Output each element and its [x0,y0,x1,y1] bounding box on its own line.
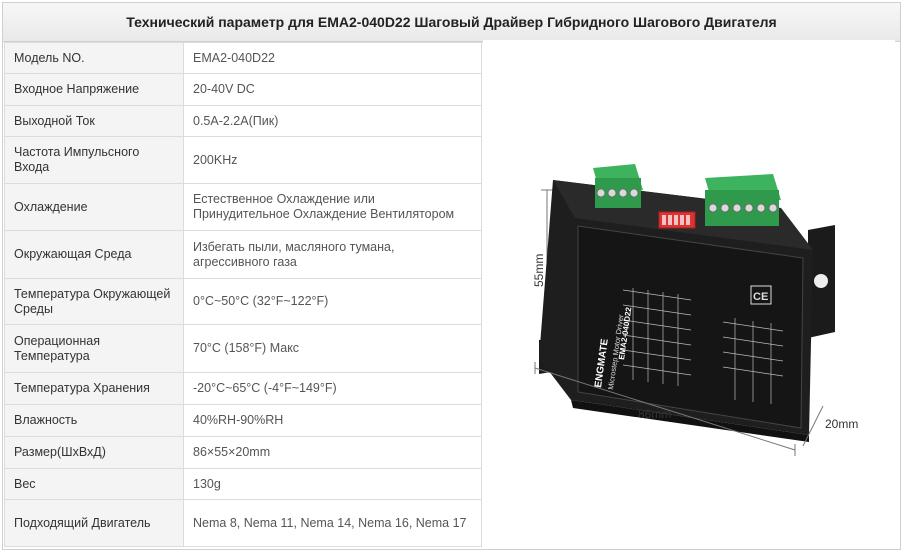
spec-row: Размер(ШхВхД)86×55×20mm [4,436,482,469]
page-title: Технический параметр для EMA2-040D22 Шаг… [3,3,900,42]
spec-value: Nema 8, Nema 11, Nema 14, Nema 16, Nema … [183,499,482,547]
spec-value: 0.5A-2.2A(Пик) [183,105,482,137]
depth-dimension: 20mm [802,405,858,447]
spec-value: -20°C~65°C (-4°F~149°F) [183,372,482,405]
power-terminal [705,174,781,226]
spec-value: 20-40V DC [183,73,482,106]
depth-label: 20mm [825,417,858,431]
length-label: 86mm [638,407,671,421]
spec-label: Частота Импульсного Входа [4,136,184,184]
spec-value: 40%RH-90%RH [183,404,482,437]
spec-row: Температура Хранения-20°C~65°C (-4°F~149… [4,372,482,405]
spec-value: 70°C (158°F) Макс [183,324,482,373]
driver-body: CE ENGMATE Microstep Motor Driver EMA2-0… [539,180,835,442]
product-photo: 55mm [483,40,895,546]
spec-label: Влажность [4,404,184,437]
length-dimension: 86mm [534,362,796,456]
spec-row: Модель NO.EMA2-040D22 [4,42,482,74]
spec-label: Модель NO. [4,42,184,74]
svg-text:CE: CE [753,291,768,303]
spec-label: Охлаждение [4,183,184,231]
height-label: 55mm [532,254,546,287]
spec-value: 0°C~50°C (32°F~122°F) [183,278,482,325]
spec-label: Вес [4,468,184,500]
spec-label: Температура Хранения [4,372,184,405]
spec-label: Выходной Ток [4,105,184,137]
spec-value: 130g [183,468,482,500]
spec-value: EMA2-040D22 [183,42,482,74]
spec-label: Операционная Температура [4,324,184,373]
spec-value: 86×55×20mm [183,436,482,469]
signal-terminal [593,164,643,208]
spec-label: Размер(ШхВхД) [4,436,184,469]
spec-label: Подходящий Двигатель [4,499,184,547]
spec-value: Избегать пыли, масляного тумана, агресси… [183,230,482,279]
spec-label: Окружающая Среда [4,230,184,279]
driver-illustration: 55mm [532,164,858,456]
spec-value: 200KHz [183,136,482,184]
spec-label: Температура Окружающей Среды [4,278,184,325]
spec-value: Естественное Охлаждение или Принудительн… [183,183,482,231]
spec-label: Входное Напряжение [4,73,184,106]
